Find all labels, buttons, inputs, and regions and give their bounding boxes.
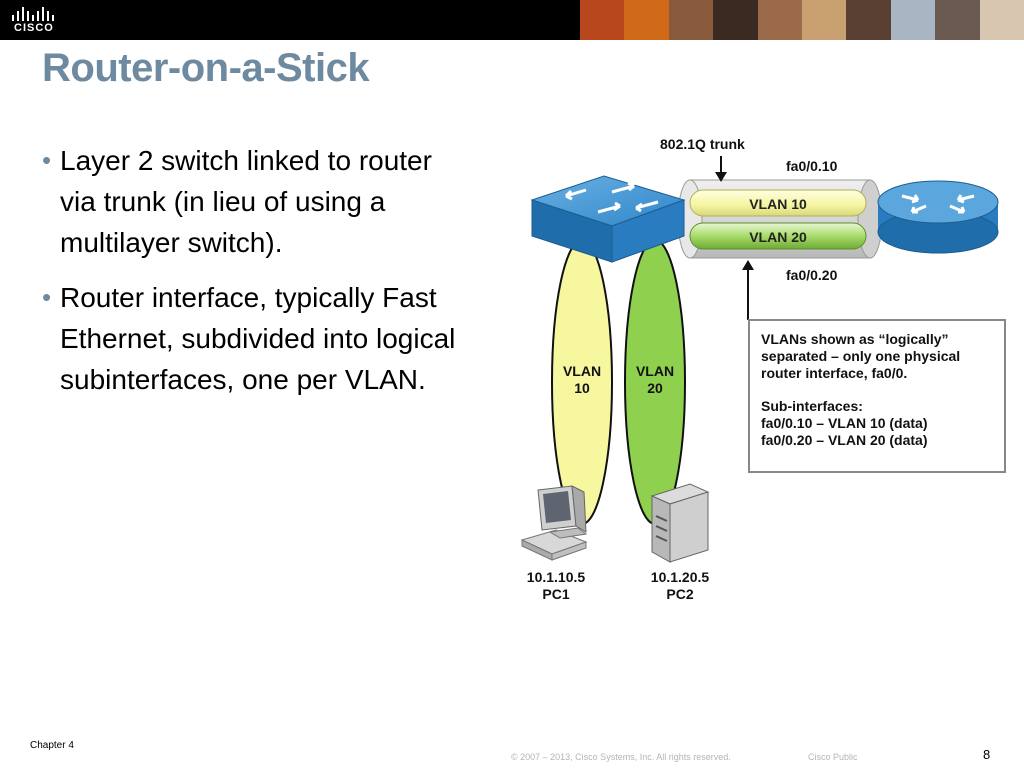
note-line: separated – only one physical (761, 348, 960, 364)
pipe-vlan10-label: VLAN 10 (749, 196, 807, 212)
bullet-dot-icon: • (42, 282, 52, 312)
photo-tile (935, 0, 980, 40)
bullet-text: Router interface, typically Fast Etherne… (60, 282, 456, 395)
router-icon (877, 180, 999, 254)
photo-tile (846, 0, 891, 40)
logo-wordmark: CISCO (14, 22, 54, 34)
photo-tile (624, 0, 669, 40)
photo-tile (668, 0, 714, 40)
vlan10-tube (689, 189, 867, 217)
photo-tile (713, 0, 758, 40)
vlan20-tube (689, 222, 867, 250)
photo-tile (979, 0, 1024, 40)
bullet-item: • Layer 2 switch linked to router via tr… (42, 140, 472, 263)
pc2-ip-label: 10.1.20.5 (651, 569, 710, 585)
header-bar: CISCO (0, 0, 1024, 40)
slide-title: Router-on-a-Stick (42, 46, 370, 90)
copyright-text: © 2007 – 2013, Cisco Systems, Inc. All r… (511, 752, 731, 762)
cisco-logo: CISCO (8, 5, 60, 35)
network-diagram: VLAN 10 VLAN 20 VLAN 10 VLAN 20 802.1Q t… (520, 136, 1006, 602)
vlan20-ellipse-label: VLAN (636, 363, 674, 379)
chapter-label: Chapter 4 (30, 740, 74, 751)
classification-label: Cisco Public (808, 752, 858, 762)
pipe-vlan20-label: VLAN 20 (749, 229, 807, 245)
note-line: VLANs shown as “logically” (761, 331, 949, 347)
pc1-ip-label: 10.1.10.5 (527, 569, 586, 585)
note-box (748, 319, 1006, 473)
subif-bottom-label: fa0/0.20 (786, 267, 838, 283)
page-number: 8 (983, 747, 991, 762)
vlan10-ellipse-number: 10 (574, 380, 590, 396)
note-line: Sub-interfaces: (761, 398, 863, 414)
vlan20-ellipse-number: 20 (647, 380, 663, 396)
note-line: fa0/0.10 – VLAN 10 (data) (761, 415, 928, 431)
note-line: router interface, fa0/0. (761, 365, 907, 381)
pc2-server-icon (650, 483, 710, 563)
bullet-text: Layer 2 switch linked to router via trun… (60, 145, 432, 258)
pc2-name-label: PC2 (666, 586, 693, 602)
pc1-computer-icon (520, 485, 588, 561)
bullet-item: • Router interface, typically Fast Ether… (42, 277, 472, 400)
pc1-name-label: PC1 (542, 586, 569, 602)
bullet-list: • Layer 2 switch linked to router via tr… (42, 140, 472, 414)
switch-icon (530, 175, 686, 263)
cisco-bars-icon (12, 7, 54, 21)
photo-tile (802, 0, 847, 40)
photo-tile (890, 0, 936, 40)
trunk-pipe (677, 179, 883, 259)
subif-arrow-head-icon (742, 260, 754, 270)
photo-tile (757, 0, 803, 40)
bullet-dot-icon: • (42, 145, 52, 175)
note-line: fa0/0.20 – VLAN 20 (data) (761, 432, 928, 448)
photo-strip (580, 0, 1024, 40)
photo-tile (580, 0, 625, 40)
trunk-arrow-head-icon (715, 172, 727, 182)
vlan10-ellipse-label: VLAN (563, 363, 601, 379)
subif-top-label: fa0/0.10 (786, 158, 838, 174)
trunk-label: 802.1Q trunk (660, 136, 745, 152)
